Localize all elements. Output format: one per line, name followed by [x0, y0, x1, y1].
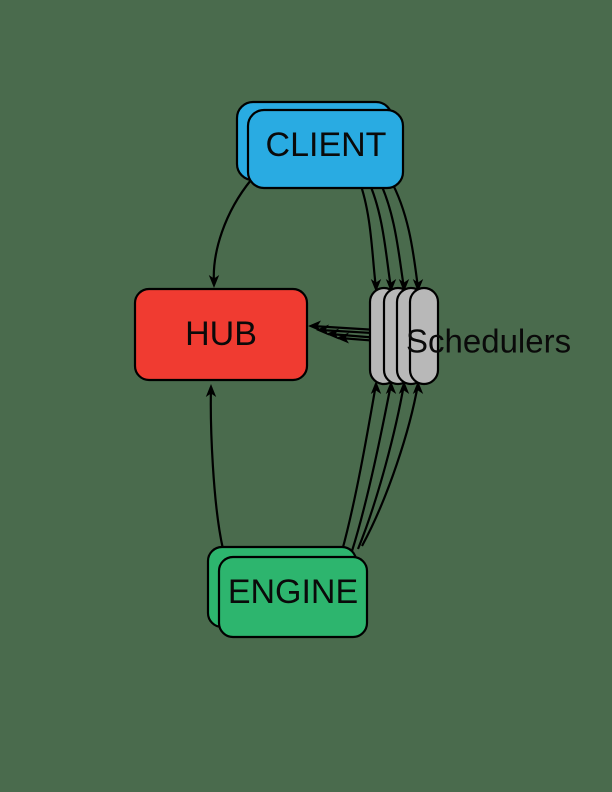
edge-client-to-schedulers-4	[389, 178, 420, 289]
edge-engine-to-hub	[205, 384, 225, 550]
edge-client-to-schedulers-3	[378, 179, 406, 289]
edge-client-to-hub	[208, 179, 252, 288]
edge-schedulers-to-hub-1	[311, 324, 378, 332]
arrowhead-sched-hub-2	[316, 324, 329, 336]
node-client[interactable]: CLIENT	[235, 100, 405, 190]
scheduler-pill-4[interactable]	[408, 286, 440, 386]
node-hub[interactable]: HUB	[133, 287, 309, 382]
edge-engine-to-hub-path	[209, 386, 225, 550]
arrowhead-sched-hub-1	[308, 320, 321, 332]
edge-engine-to-schedulers-2	[350, 383, 393, 552]
arrowhead-sched-hub-3	[326, 328, 339, 340]
edge-client-to-schedulers-1	[357, 179, 378, 289]
engine-box-front[interactable]	[217, 555, 369, 639]
edge-client-to-schedulers	[357, 178, 424, 292]
hub-box[interactable]	[133, 287, 309, 382]
edge-engine-to-schedulers	[340, 381, 424, 552]
node-engine[interactable]: ENGINE	[206, 545, 369, 639]
client-box-front[interactable]	[246, 108, 405, 190]
edge-client-to-schedulers-2	[366, 179, 393, 289]
edge-engine-to-schedulers-1	[340, 383, 378, 552]
edge-engine-to-schedulers-3	[356, 383, 406, 550]
edge-engine-to-schedulers-4	[361, 383, 420, 547]
edge-client-to-hub-path	[212, 179, 252, 284]
arrowhead-sched-hub-4	[336, 332, 349, 344]
